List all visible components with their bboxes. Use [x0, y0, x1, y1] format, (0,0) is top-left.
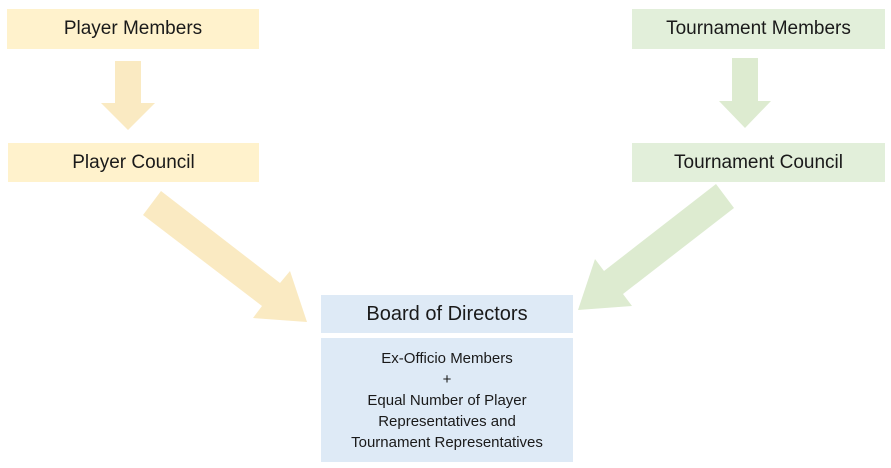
board-composition-text: Ex-Officio Members + Equal Number of Pla…: [351, 349, 543, 451]
tournament-members-label: Tournament Members: [666, 18, 851, 40]
tournament-council-box: Tournament Council: [632, 143, 885, 182]
tournament-council-label: Tournament Council: [674, 151, 843, 173]
player-council-label: Player Council: [72, 151, 195, 173]
board-of-directors-label: Board of Directors: [366, 302, 528, 325]
player-members-box: Player Members: [7, 9, 259, 49]
board-of-directors-box: Board of Directors: [321, 295, 573, 333]
board-composition-box: Ex-Officio Members + Equal Number of Pla…: [321, 338, 573, 462]
tournament-members-to-council-arrow: [719, 58, 771, 128]
player-members-label: Player Members: [63, 18, 203, 40]
player-members-to-council-arrow: [101, 61, 155, 130]
tournament-members-box: Tournament Members: [632, 9, 885, 49]
tournament-council-to-board-arrow: [578, 184, 734, 310]
player-council-box: Player Council: [8, 143, 259, 182]
player-council-to-board-arrow: [143, 191, 307, 322]
